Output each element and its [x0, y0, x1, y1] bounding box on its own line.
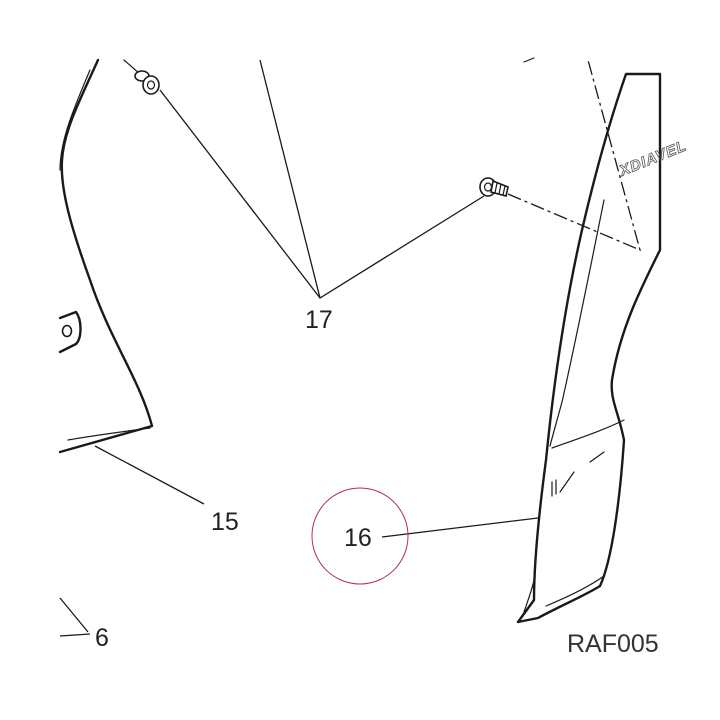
- leader-17-screws: [159, 89, 485, 299]
- screw-right: [479, 177, 509, 197]
- leader-17-top: [259, 59, 321, 299]
- screw-top-left: [123, 59, 160, 95]
- side-panel-left: [58, 58, 154, 454]
- leader-6: [59, 597, 91, 637]
- leader-15: [94, 445, 205, 505]
- callout-16: 16: [344, 524, 372, 552]
- callout-17: 17: [305, 306, 333, 334]
- assembly-lines: [507, 59, 641, 252]
- leader-lines: [59, 59, 539, 637]
- callout-15: 15: [211, 508, 239, 536]
- figure-code: RAF005: [567, 630, 659, 658]
- callout-6: 6: [95, 624, 109, 652]
- side-panel-right: XDIAVEL: [516, 57, 690, 624]
- panel-slot-detail: [58, 310, 82, 354]
- callout-highlight-circle: [311, 487, 409, 585]
